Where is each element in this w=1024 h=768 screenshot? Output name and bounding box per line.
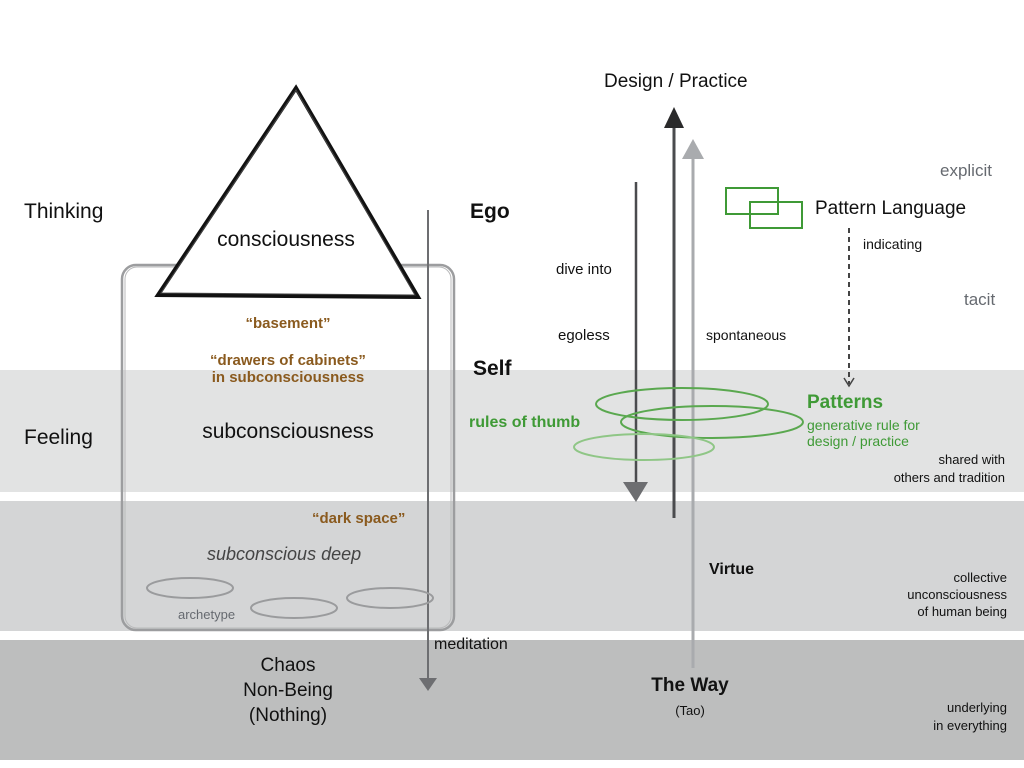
pattern-language-rect-2 [749,201,803,229]
ego-label: Ego [470,200,510,223]
archetype-ellipse-2 [250,597,338,619]
rules-ellipse-3 [573,433,715,461]
meditation-label: meditation [434,636,508,653]
archetype-label: archetype [178,607,236,622]
feeling-label: Feeling [24,426,93,449]
rules-of-thumb-label: rules of thumb [469,414,581,431]
subconscious-deep-label: subconscious deep [207,544,362,564]
patterns-desc-line-1: generative rule for [807,417,920,433]
shared-line-2: others and tradition [893,470,1005,485]
shared-line-1: shared with [938,452,1005,467]
shared-note: shared with others and tradition [894,451,1005,487]
tacit-label: tacit [964,290,996,309]
chaos-label: Chaos Non-Being (Nothing) [218,653,358,728]
consciousness-label: consciousness [217,228,355,251]
indicating-label: indicating [863,236,923,252]
design-practice-title: Design / Practice [604,71,748,92]
deep-band [0,501,1024,631]
chaos-band [0,640,1024,760]
chaos-line-1: Chaos [260,655,316,676]
underlying-note: underlying in everything [933,699,1007,735]
archetype-ellipse-3 [346,587,434,609]
thinking-label: Thinking [24,200,104,223]
dive-into-label: dive into [556,261,612,278]
explicit-label: explicit [940,161,992,180]
collective-line-1: collective [953,570,1007,585]
patterns-title: Patterns [807,392,884,413]
collective-line-2: unconsciousness [907,587,1007,602]
patterns-description: generative rule for design / practice [807,417,920,449]
basement-label: “basement” [245,315,331,332]
tao-label: (Tao) [675,703,705,718]
meditation-arrowhead [419,678,437,691]
dive-into-arrowhead [623,482,648,502]
drawers-label: “drawers of cabinets” in subconsciousnes… [178,352,398,386]
dark-space-label: “dark space” [312,510,406,527]
collective-note: collective unconsciousness of human bein… [907,569,1007,620]
practice-arrowhead [664,107,684,128]
rules-ellipse-2 [620,405,804,439]
virtue-label: Virtue [709,561,755,578]
chaos-line-3: (Nothing) [248,705,328,726]
consciousness-triangle [154,84,422,300]
collective-line-3: of human being [917,604,1007,619]
patterns-desc-line-2: design / practice [807,433,909,449]
subconsciousness-label: subconsciousness [202,420,374,443]
drawers-line-2: in subconsciousness [211,369,365,386]
egoless-label: egoless [558,327,610,344]
the-way-arrowhead [682,139,704,159]
spontaneous-label: spontaneous [706,327,787,343]
drawers-line-1: “drawers of cabinets” [210,352,366,369]
self-label: Self [473,357,512,380]
archetype-ellipse-1 [146,577,234,599]
feeling-band [0,370,1024,492]
chaos-line-2: Non-Being [243,680,333,701]
underlying-line-1: underlying [947,700,1007,715]
the-way-label: The Way [651,675,729,696]
rules-ellipse-1 [595,387,769,421]
underlying-line-2: in everything [933,718,1007,733]
pattern-language-label: Pattern Language [815,198,967,219]
indicating-arrowhead [843,377,855,388]
consciousness-triangle-sketch [160,89,416,296]
